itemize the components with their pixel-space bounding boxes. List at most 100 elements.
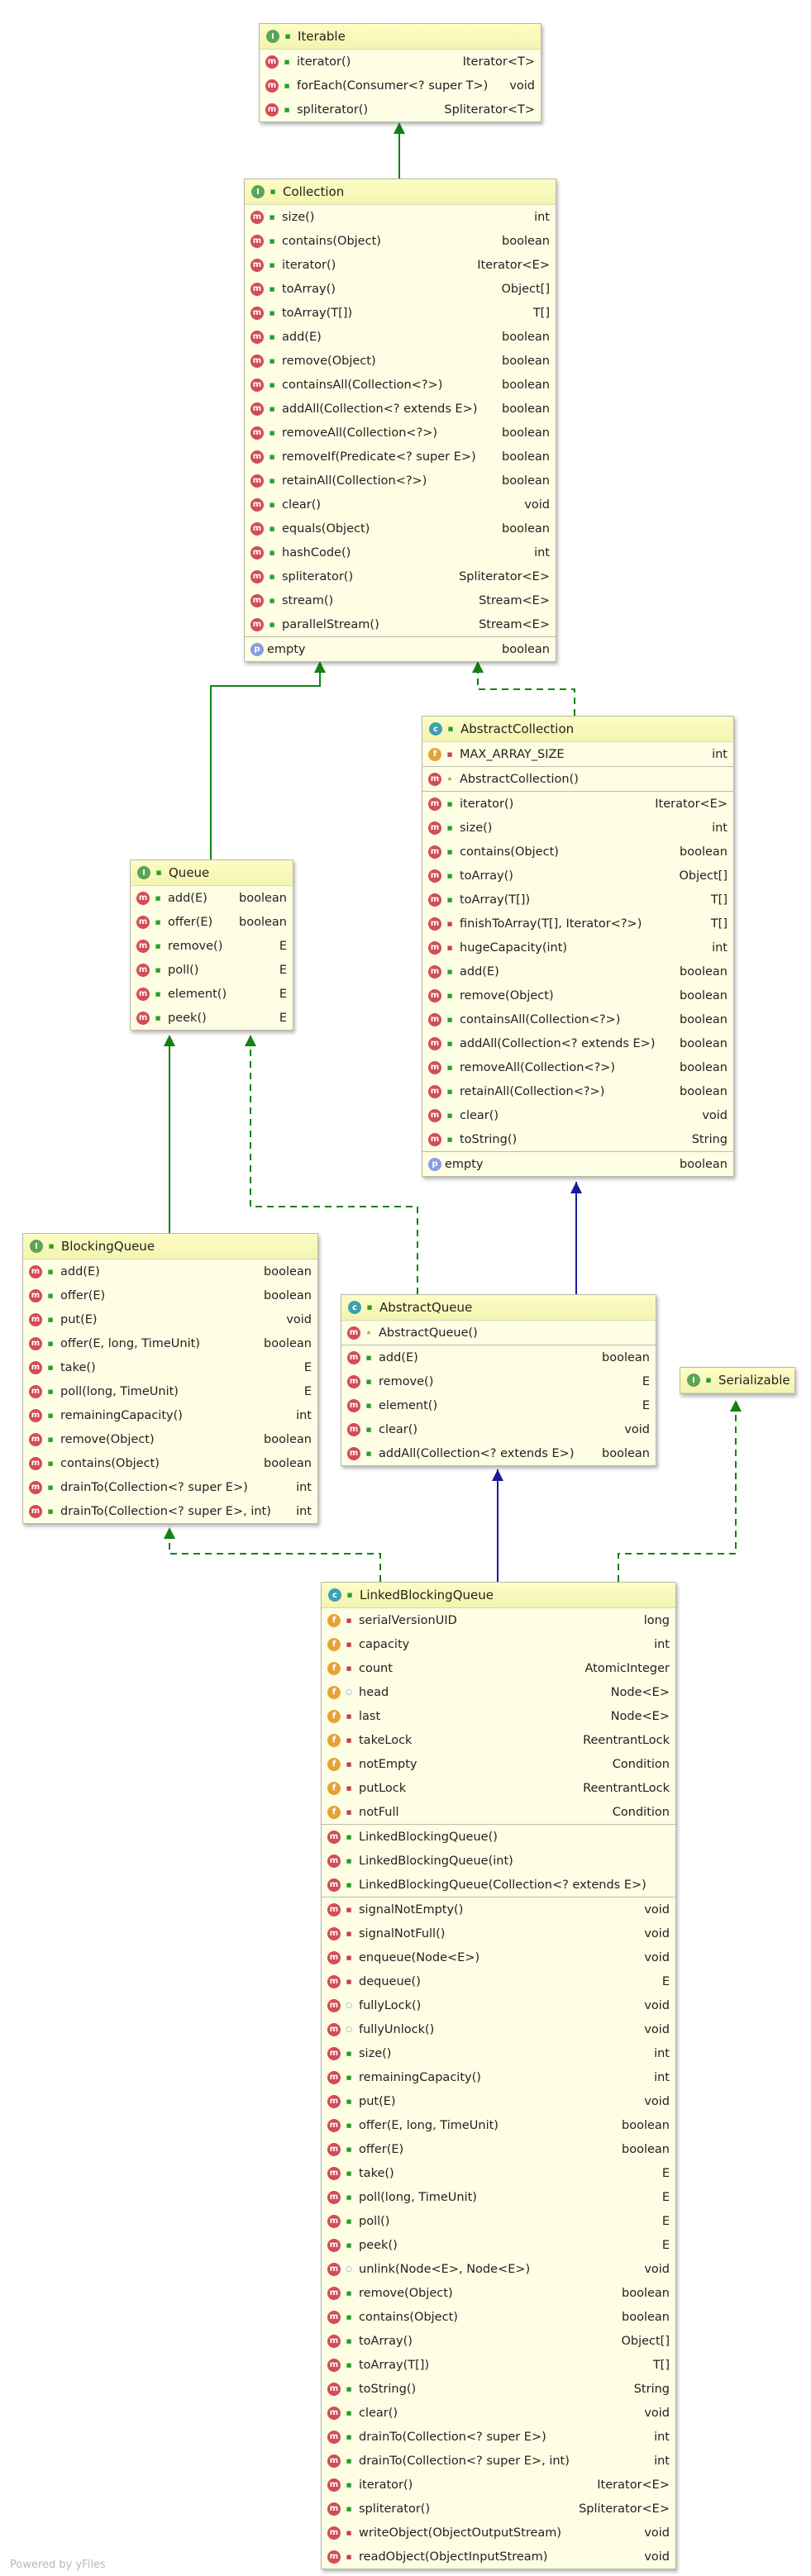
method-row[interactable]: m■iterator()Iterator<E> — [245, 253, 556, 277]
method-row[interactable]: m■parallelStream()Stream<E> — [245, 612, 556, 636]
method-row[interactable]: m■removeIf(Predicate<? super E>)boolean — [245, 445, 556, 469]
method-row[interactable]: m■remove()E — [341, 1369, 656, 1393]
method-row[interactable]: m■iterator()Iterator<E> — [422, 791, 733, 816]
method-row[interactable]: m■finishToArray(T[], Iterator<?>)T[] — [422, 912, 733, 936]
method-row[interactable]: m■containsAll(Collection<?>)boolean — [422, 1007, 733, 1031]
method-row[interactable]: m■clear()void — [341, 1417, 656, 1441]
method-row[interactable]: m■offer(E, long, TimeUnit)boolean — [322, 2113, 675, 2137]
method-row[interactable]: m■iterator()Iterator<E> — [322, 2473, 675, 2497]
method-row[interactable]: m■removeAll(Collection<?>)boolean — [422, 1055, 733, 1079]
method-row[interactable]: m■drainTo(Collection<? super E>)int — [23, 1475, 317, 1499]
method-row[interactable]: m■writeObject(ObjectOutputStream)void — [322, 2521, 675, 2545]
method-row[interactable]: m■retainAll(Collection<?>)boolean — [245, 469, 556, 493]
method-row[interactable]: m■peek()E — [322, 2233, 675, 2257]
method-row[interactable]: m■dequeue()E — [322, 1969, 675, 1993]
method-row[interactable]: m■offer(E)boolean — [322, 2137, 675, 2161]
method-row[interactable]: m■add(E)boolean — [422, 959, 733, 983]
method-row[interactable]: m■clear()void — [422, 1103, 733, 1127]
method-row[interactable]: m■toString()String — [422, 1127, 733, 1151]
method-row[interactable]: m■signalNotEmpty()void — [322, 1897, 675, 1921]
method-row[interactable]: m■put(E)void — [23, 1307, 317, 1331]
class-serializable[interactable]: I■Serializable — [680, 1367, 795, 1394]
method-row[interactable]: m■toArray(T[])T[] — [422, 888, 733, 912]
method-row[interactable]: m■LinkedBlockingQueue(Collection<? exten… — [322, 1873, 675, 1897]
method-row[interactable]: m■take()E — [23, 1355, 317, 1379]
method-row[interactable]: m○unlink(Node<E>, Node<E>)void — [322, 2257, 675, 2281]
method-row[interactable]: m■containsAll(Collection<?>)boolean — [245, 373, 556, 397]
method-row[interactable]: m■toArray()Object[] — [245, 277, 556, 301]
method-row[interactable]: m■remainingCapacity()int — [23, 1403, 317, 1427]
method-row[interactable]: m■spliterator()Spliterator<E> — [322, 2497, 675, 2521]
method-row[interactable]: m■element()E — [131, 982, 293, 1006]
method-row[interactable]: m■readObject(ObjectInputStream)void — [322, 2545, 675, 2569]
method-row[interactable]: m■size()int — [322, 2041, 675, 2065]
method-row[interactable]: m■spliterator()Spliterator<E> — [245, 564, 556, 588]
method-row[interactable]: m■add(E)boolean — [245, 325, 556, 349]
method-row[interactable]: m■addAll(Collection<? extends E>)boolean — [341, 1441, 656, 1465]
method-row[interactable]: m■retainAll(Collection<?>)boolean — [422, 1079, 733, 1103]
method-row[interactable]: m■toString()String — [322, 2377, 675, 2401]
method-row[interactable]: m■put(E)void — [322, 2089, 675, 2113]
method-row[interactable]: m■contains(Object)boolean — [23, 1451, 317, 1475]
method-row[interactable]: m■offer(E)boolean — [23, 1283, 317, 1307]
method-row[interactable]: m■forEach(Consumer<? super T>)void — [260, 74, 541, 98]
method-row[interactable]: m■spliterator()Spliterator<T> — [260, 98, 541, 121]
method-row[interactable]: m■removeAll(Collection<?>)boolean — [245, 421, 556, 445]
method-row[interactable]: m■offer(E, long, TimeUnit)boolean — [23, 1331, 317, 1355]
method-row[interactable]: m■drainTo(Collection<? super E>, int)int — [23, 1499, 317, 1523]
method-row[interactable]: m■remove()E — [131, 934, 293, 958]
method-row[interactable]: m■poll(long, TimeUnit)E — [322, 2185, 675, 2209]
method-row[interactable]: m■poll()E — [322, 2209, 675, 2233]
method-row[interactable]: m■offer(E)boolean — [131, 910, 293, 934]
method-row[interactable]: m○fullyUnlock()void — [322, 2017, 675, 2041]
method-row[interactable]: m■drainTo(Collection<? super E>)int — [322, 2425, 675, 2449]
method-row[interactable]: m■contains(Object)boolean — [422, 840, 733, 864]
method-row[interactable]: m■size()int — [245, 205, 556, 229]
method-row[interactable]: m■addAll(Collection<? extends E>)boolean — [422, 1031, 733, 1055]
method-row[interactable]: m■take()E — [322, 2161, 675, 2185]
method-row[interactable]: m■hashCode()int — [245, 540, 556, 564]
method-row[interactable]: m■remainingCapacity()int — [322, 2065, 675, 2089]
method-row[interactable]: m■signalNotFull()void — [322, 1921, 675, 1945]
method-row[interactable]: m■poll(long, TimeUnit)E — [23, 1379, 317, 1403]
method-row[interactable]: m■add(E)boolean — [131, 886, 293, 910]
method-row[interactable]: m■hugeCapacity(int)int — [422, 936, 733, 959]
method-row[interactable]: m■poll()E — [131, 958, 293, 982]
method-row[interactable]: m■remove(Object)boolean — [322, 2281, 675, 2305]
method-row[interactable]: m■clear()void — [245, 493, 556, 517]
method-row[interactable]: m■toArray(T[])T[] — [245, 301, 556, 325]
method-row[interactable]: m■remove(Object)boolean — [245, 349, 556, 373]
method-row[interactable]: m■contains(Object)boolean — [322, 2305, 675, 2329]
method-row[interactable]: m■stream()Stream<E> — [245, 588, 556, 612]
method-row[interactable]: m○fullyLock()void — [322, 1993, 675, 2017]
method-row[interactable]: m■toArray(T[])T[] — [322, 2353, 675, 2377]
method-row[interactable]: m■add(E)boolean — [341, 1345, 656, 1369]
method-row[interactable]: m■peek()E — [131, 1006, 293, 1030]
method-row[interactable]: m♠AbstractQueue() — [341, 1321, 656, 1345]
method-row[interactable]: m■remove(Object)boolean — [23, 1427, 317, 1451]
method-row[interactable]: m■equals(Object)boolean — [245, 517, 556, 540]
method-row[interactable]: m♠AbstractCollection() — [422, 766, 733, 791]
method-row[interactable]: m■add(E)boolean — [23, 1259, 317, 1283]
method-row[interactable]: m■toArray()Object[] — [422, 864, 733, 888]
method-row[interactable]: m■drainTo(Collection<? super E>, int)int — [322, 2449, 675, 2473]
method-row[interactable]: m■LinkedBlockingQueue(int) — [322, 1849, 675, 1873]
method-row[interactable]: m■element()E — [341, 1393, 656, 1417]
method-row[interactable]: m■LinkedBlockingQueue() — [322, 1824, 675, 1849]
